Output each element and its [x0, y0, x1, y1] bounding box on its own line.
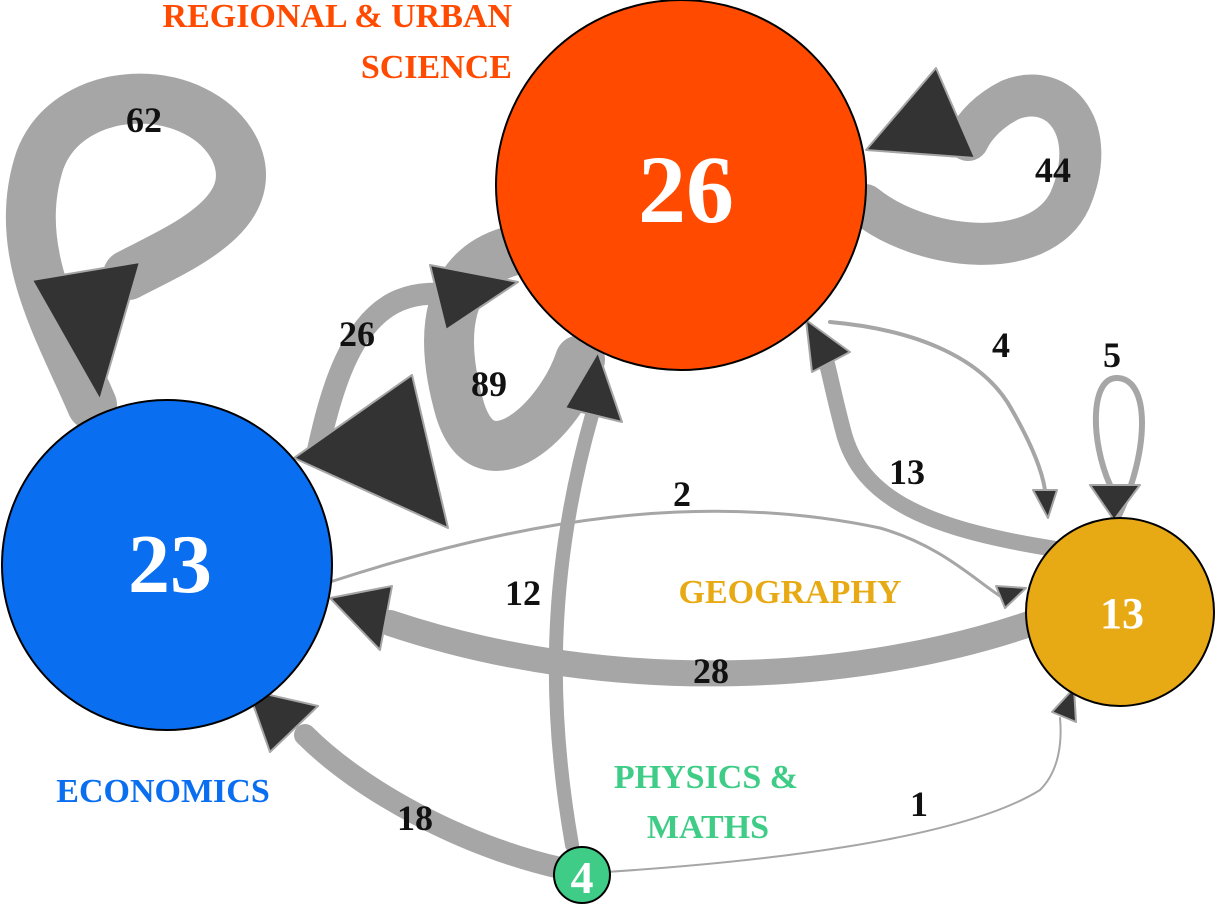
arrowhead-econ-to-geo: [995, 585, 1027, 609]
label-physics-line1: PHYSICS &: [614, 759, 798, 796]
weight-geo-to-regional: 13: [889, 452, 925, 492]
edge-regional-self: [844, 74, 1102, 265]
edge-econ-self: [5, 73, 266, 430]
arrowhead-phys-to-regional: [564, 351, 623, 423]
edge-econ-to-geo: [328, 509, 1002, 598]
weight-econ-to-geo: 2: [673, 474, 691, 514]
weight-phys-to-geo: 1: [910, 784, 928, 824]
edge-geo-to-regional: [818, 352, 1070, 558]
weight-econ-self: 62: [126, 100, 162, 140]
node-geography-count: 13: [1100, 589, 1144, 638]
edge-phys-to-regional: [548, 408, 599, 852]
edge-geo-self: [1092, 375, 1145, 521]
arrowhead-regional-self: [865, 67, 976, 159]
label-geography: GEOGRAPHY: [679, 574, 902, 611]
arrowhead-geo-to-econ: [329, 585, 393, 651]
node-economics[interactable]: [1, 399, 333, 731]
arrowhead-phys-to-geo: [1051, 687, 1077, 723]
label-economics: ECONOMICS: [56, 773, 269, 810]
weight-regional-to-geo: 4: [992, 325, 1010, 365]
arrowhead-regional-to-econ: [293, 374, 449, 529]
arrowhead-phys-to-econ: [247, 689, 319, 753]
edge-geo-to-econ: [377, 609, 1048, 687]
node-physics-count: 4: [571, 852, 594, 903]
weight-phys-to-regional: 12: [505, 573, 541, 613]
arrowhead-regional-to-geo: [1032, 489, 1058, 519]
label-regional-line1: REGIONAL & URBAN: [163, 0, 513, 35]
arrowhead-econ-self: [31, 261, 141, 401]
arrowhead-econ-to-regional: [429, 264, 519, 331]
node-geography[interactable]: [1025, 517, 1215, 707]
edge-regional-to-geo: [828, 320, 1047, 492]
arrowhead-geo-to-regional: [805, 319, 851, 373]
label-physics-line2: MATHS: [647, 809, 769, 846]
weight-regional-self: 44: [1035, 150, 1071, 190]
label-regional-line2: SCIENCE: [361, 49, 512, 86]
node-regional-count: 26: [638, 136, 734, 243]
weight-econ-to-regional: 26: [339, 314, 375, 354]
edge-phys-to-geo: [605, 717, 1062, 873]
edge-phys-to-econ: [294, 724, 571, 879]
weight-phys-to-econ: 18: [397, 798, 433, 838]
node-physics-maths[interactable]: [553, 846, 611, 904]
arrowhead-geo-self: [1089, 484, 1141, 521]
node-economics-count: 23: [128, 518, 212, 611]
weight-geo-to-econ: 28: [693, 651, 729, 691]
node-regional-urban-science[interactable]: [495, 0, 867, 371]
weight-regional-to-econ: 89: [471, 364, 507, 404]
weight-geo-self: 5: [1103, 335, 1121, 375]
